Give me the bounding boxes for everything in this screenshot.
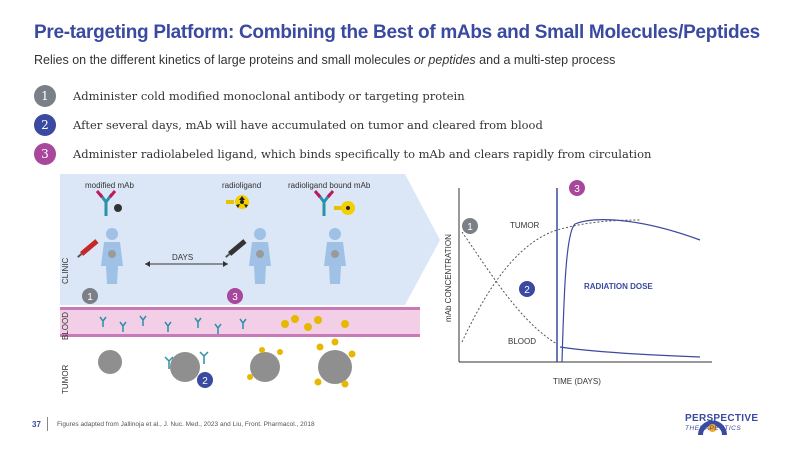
logo-subtitle: THERAPEUTICS (685, 425, 742, 432)
logo-icon (698, 420, 727, 436)
tumor-icon-2 (164, 351, 209, 382)
chart-badge-3: 3 (574, 184, 580, 195)
step-2: 2 After several days, mAb will have accu… (34, 114, 543, 136)
label-radioligand: radioligand (222, 181, 261, 190)
step-2-text: After several days, mAb will have accumu… (73, 118, 543, 132)
page-title: Pre-targeting Platform: Combining the Be… (34, 22, 760, 43)
radioligand-icon (226, 195, 249, 209)
diagram-badge-2: 2 (202, 376, 208, 387)
logo-name: PERSPECTIVE (685, 413, 759, 424)
subtitle-text-2: and a multi-step process (475, 53, 616, 67)
row-label-clinic: CLINIC (61, 258, 70, 284)
syringe-icon-2 (225, 239, 247, 258)
tumor-icon-3 (247, 347, 283, 382)
step-1-badge: 1 (34, 85, 56, 107)
tumor-icon-4 (314, 338, 356, 388)
diagram-badge-1: 1 (87, 292, 93, 303)
blood-antibodies (99, 315, 247, 334)
patient-figure-2 (249, 228, 271, 284)
row-label-tumor: TUMOR (61, 364, 70, 394)
blood-band (60, 307, 420, 337)
step-3-badge: 3 (34, 143, 56, 165)
step-3: 3 Administer radiolabeled ligand, which … (34, 143, 651, 165)
footer-reference: Figures adapted from Jallinoja et al., J… (57, 421, 315, 428)
subtitle-italic: or peptides (413, 53, 476, 67)
chart-label-blood: BLOOD (508, 337, 536, 346)
row-label-blood: BLOOD (61, 312, 70, 340)
chart-label-tumor: TUMOR (510, 221, 540, 230)
tumor-icon-1 (98, 350, 122, 374)
step-3-text: Administer radiolabeled ligand, which bi… (73, 147, 652, 161)
antibody-icon (95, 190, 122, 216)
page-subtitle: Relies on the different kinetics of larg… (34, 53, 615, 67)
label-days: DAYS (172, 253, 193, 262)
blood-curve (461, 231, 558, 345)
bound-antibody-icon (313, 190, 355, 216)
syringe-icon (77, 239, 99, 258)
chart-ylabel: mAb CONCENTRATION (444, 234, 453, 322)
diagram-badge-3: 3 (232, 292, 238, 303)
subtitle-text-1: Relies on the different kinetics of larg… (34, 53, 414, 67)
chart-badge-2: 2 (524, 285, 530, 296)
clinic-panel (60, 174, 440, 305)
step-1-text: Administer cold modified monoclonal anti… (73, 89, 465, 103)
label-modified-mab: modified mAb (85, 181, 134, 190)
label-bound-mab: radioligand bound mAb (288, 181, 371, 190)
footer-divider (47, 417, 48, 431)
step-1: 1 Administer cold modified monoclonal an… (34, 85, 465, 107)
blood-radioligands (281, 315, 349, 331)
page-number: 37 (32, 420, 41, 429)
pretargeting-figure: CLINIC BLOOD TUMOR modified mAb radiolig… (60, 174, 712, 394)
radiation-curve (561, 219, 701, 363)
tumor-curve (461, 219, 641, 343)
step-2-badge: 2 (34, 114, 56, 136)
patient-figure-3 (324, 228, 346, 284)
concentration-chart: mAb CONCENTRATION TIME (DAYS) TUMOR BLOO… (444, 180, 712, 386)
chart-xlabel: TIME (DAYS) (553, 377, 601, 386)
chart-label-radiation: RADIATION DOSE (584, 282, 653, 291)
patient-figure-1 (101, 228, 123, 284)
chart-badge-1: 1 (467, 222, 473, 233)
blood-decay-curve (559, 346, 701, 358)
